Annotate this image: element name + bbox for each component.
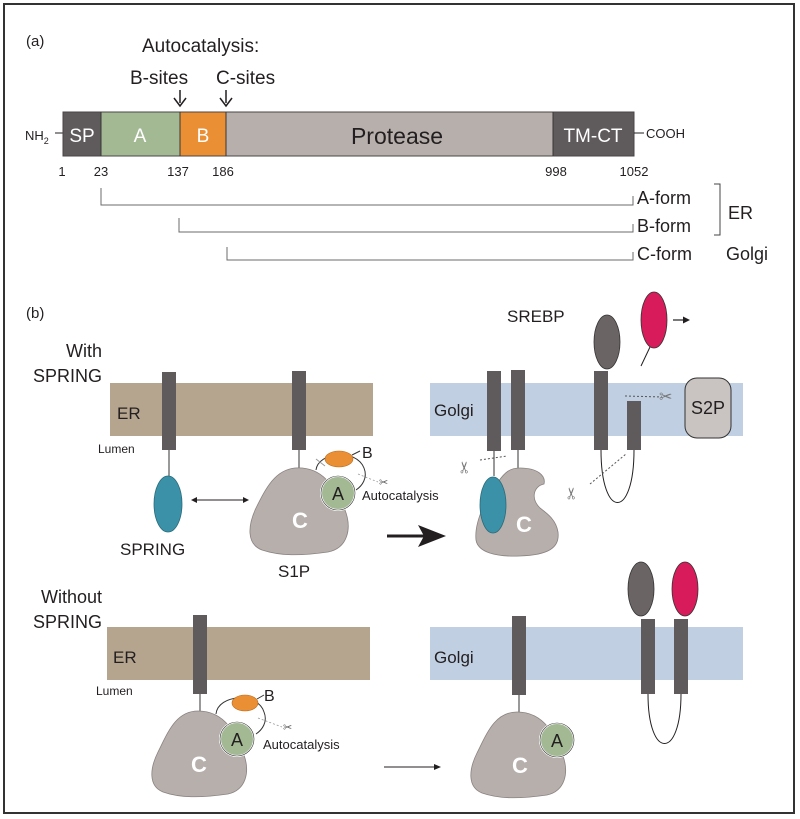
b-sites-label: B-sites xyxy=(130,68,188,89)
c-sites-label: C-sites xyxy=(216,68,275,89)
a-label-bottom: A xyxy=(231,730,243,750)
er-label-top: ER xyxy=(117,404,141,423)
panel-b-label: (b) xyxy=(26,305,44,322)
transport-arrow-large xyxy=(387,525,446,547)
srebp-nterminus-bottom xyxy=(671,561,699,617)
a-label-top: A xyxy=(332,484,344,504)
b-site-arrow xyxy=(173,90,187,108)
scissors-icon: ✂ xyxy=(283,722,292,734)
srebp-tm1-bottom xyxy=(641,619,655,694)
interaction-double-arrow xyxy=(191,497,249,503)
spring-tm-segment-golgi xyxy=(487,371,501,451)
er-bracket xyxy=(714,183,721,236)
domain-sp-label: SP xyxy=(69,126,94,147)
srebp-nterminal-head xyxy=(593,314,621,370)
c-domain-label-golgi: C xyxy=(516,512,532,537)
spring-label: SPRING xyxy=(120,540,185,559)
scissors-icon: ✂ xyxy=(457,461,474,474)
er-form-label: ER xyxy=(728,203,753,223)
b-form-label: B-form xyxy=(637,216,691,236)
domain-protease xyxy=(226,112,553,156)
srebp-loop xyxy=(600,449,635,503)
scissors-icon: ✂ xyxy=(659,389,672,406)
golgi-membrane-bottom xyxy=(430,627,743,680)
golgi-form-label: Golgi xyxy=(726,244,768,264)
domain-bar xyxy=(62,111,635,157)
srebp-tm1 xyxy=(594,371,608,450)
golgi-label-bottom: Golgi xyxy=(434,648,474,667)
er-membrane-top xyxy=(110,383,373,436)
autocatalysis-label-top: Autocatalysis xyxy=(362,488,439,503)
position-label: 1 xyxy=(58,164,65,179)
b-form-span xyxy=(178,218,634,233)
er-label-bottom: ER xyxy=(113,648,137,667)
s1p-label: S1P xyxy=(278,562,310,581)
srebp-head-bottom xyxy=(627,561,655,617)
domain-tm-ct xyxy=(553,112,634,156)
without-spring-label-1: Without xyxy=(41,587,102,607)
position-label: 23 xyxy=(94,164,108,179)
s1p-tm-segment-bottom xyxy=(193,615,207,694)
a-label-golgi-bottom: A xyxy=(551,731,563,751)
scissors-icon: ✂ xyxy=(379,477,388,489)
b-domain-bottom xyxy=(231,694,259,712)
without-spring-label-2: SPRING xyxy=(33,612,102,632)
position-label: 186 xyxy=(212,164,234,179)
srebp-tm2 xyxy=(627,401,641,450)
srebp-tm2-bottom xyxy=(674,619,688,694)
position-label: 998 xyxy=(545,164,567,179)
a-form-label: A-form xyxy=(637,188,691,208)
srebp-loop-bottom xyxy=(647,693,682,744)
domain-a xyxy=(101,112,180,156)
b-label-bottom: B xyxy=(264,688,275,705)
release-arrow xyxy=(673,316,690,324)
position-label: 137 xyxy=(167,164,189,179)
position-label: 1052 xyxy=(620,164,649,179)
s2p-protease xyxy=(684,377,732,439)
srebp-released-nterminus xyxy=(640,291,668,349)
c-domain-label-bottom: C xyxy=(191,752,207,777)
srebp-label: SREBP xyxy=(507,307,565,326)
spring-protein xyxy=(153,475,183,533)
c-terminus-label: COOH xyxy=(646,126,685,141)
domain-tm-ct-label: TM-CT xyxy=(563,126,622,147)
spring-tm-segment xyxy=(162,372,176,450)
domain-sp xyxy=(63,112,101,156)
lumen-label-bottom: Lumen xyxy=(96,684,133,698)
b-domain-top xyxy=(324,450,354,468)
lumen-label-top: Lumen xyxy=(98,442,135,456)
s1p-tm-segment-golgi-bottom xyxy=(512,616,526,695)
scissors-icon: ✂ xyxy=(564,487,581,500)
c-domain-label-golgi-bottom: C xyxy=(512,753,528,778)
s1p-tm-segment xyxy=(292,371,306,450)
n-terminus-label: NH2 xyxy=(25,128,49,146)
a-form-span xyxy=(100,188,634,206)
domain-b xyxy=(180,112,226,156)
domain-b-label: B xyxy=(197,126,210,147)
b-label-top: B xyxy=(362,445,373,462)
c-domain-label-top: C xyxy=(292,508,308,533)
with-spring-label-1: With xyxy=(66,341,102,361)
c-site-arrow xyxy=(219,90,233,108)
c-form-span xyxy=(226,247,634,261)
transport-arrow-thin xyxy=(384,764,441,770)
with-spring-label-2: SPRING xyxy=(33,366,102,386)
c-form-label: C-form xyxy=(637,244,692,264)
domain-protease-label: Protease xyxy=(351,123,443,149)
spring-protein-golgi xyxy=(479,476,507,534)
s2p-label: S2P xyxy=(691,398,725,418)
autocatalysis-title: Autocatalysis: xyxy=(142,36,259,57)
autocatalysis-label-bottom: Autocatalysis xyxy=(263,737,340,752)
s1p-tm-segment-golgi xyxy=(511,370,525,450)
domain-a-label: A xyxy=(134,126,147,147)
panel-a-label: (a) xyxy=(26,33,44,50)
golgi-label-top: Golgi xyxy=(434,401,474,420)
er-membrane-bottom xyxy=(107,627,370,680)
